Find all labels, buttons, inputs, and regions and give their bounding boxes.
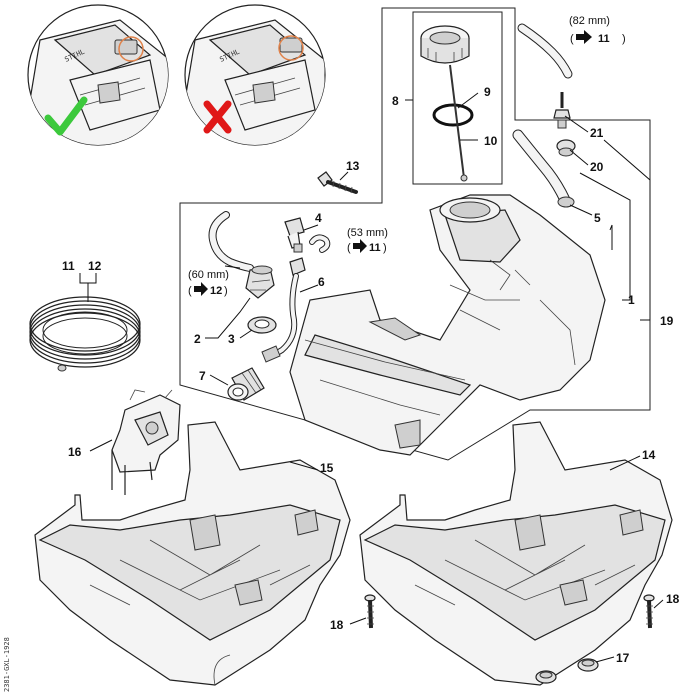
note-60mm: (60 mm) xyxy=(188,269,229,281)
side-code: 2381-GXL-1928 xyxy=(3,637,11,692)
label-12: 12 xyxy=(88,259,102,273)
label-6: 6 xyxy=(318,275,325,289)
fuel-hose-60 xyxy=(208,211,254,272)
label-20: 20 xyxy=(590,160,604,174)
arrow-right-icon xyxy=(353,239,367,253)
label-18-left: 18 xyxy=(330,618,344,632)
cap-box xyxy=(412,11,503,185)
label-13: 13 xyxy=(346,159,360,173)
highlight-circle-correct xyxy=(118,36,144,62)
note-82mm: (82 mm) xyxy=(569,15,610,27)
open-paren-82: ( xyxy=(570,33,574,45)
grommet-20 xyxy=(556,139,576,157)
open-paren-60: ( xyxy=(188,285,192,297)
label-3: 3 xyxy=(228,332,235,346)
label-5: 5 xyxy=(594,211,601,225)
grommet-2 xyxy=(245,265,275,299)
fuel-line-6 xyxy=(261,257,306,363)
label-10: 10 xyxy=(484,134,498,148)
hose-coil xyxy=(29,296,141,372)
label-21: 21 xyxy=(590,126,604,140)
hose-clip-53 xyxy=(309,234,331,253)
vent-hose xyxy=(517,23,573,129)
label-15: 15 xyxy=(320,461,334,475)
length-notes: (82 mm) ( 11 ) (53 mm) ( 11 ) (60 mm) ( … xyxy=(188,15,626,297)
label-16: 16 xyxy=(68,445,82,459)
o-ring xyxy=(432,103,474,127)
filler-cap xyxy=(420,25,470,64)
fuel-filter-7 xyxy=(227,367,265,401)
label-19: 19 xyxy=(660,314,674,328)
ref-60mm: 12 xyxy=(210,285,222,297)
highlight-circle-wrong xyxy=(278,35,304,61)
ring-3 xyxy=(247,316,277,334)
close-paren-82: ) xyxy=(622,33,626,45)
housing-14 xyxy=(359,421,673,686)
arrow-right-icon xyxy=(194,282,208,296)
open-paren-53: ( xyxy=(347,242,351,254)
label-4: 4 xyxy=(315,211,322,225)
group-frame xyxy=(179,7,651,461)
valve-4 xyxy=(284,217,305,253)
cross-icon xyxy=(203,100,232,134)
screw-18-left xyxy=(364,594,376,629)
screw-18-right xyxy=(643,594,655,629)
plugs-17 xyxy=(535,658,599,684)
label-8: 8 xyxy=(392,94,399,108)
hose-5 xyxy=(512,129,575,208)
label-11: 11 xyxy=(62,259,75,273)
label-18-right: 18 xyxy=(666,592,680,606)
label-7: 7 xyxy=(199,369,206,383)
close-paren-60: ) xyxy=(224,285,228,297)
label-9: 9 xyxy=(484,85,491,99)
ref-53mm: 11 xyxy=(369,242,381,254)
label-2: 2 xyxy=(194,332,201,346)
leader-lines xyxy=(79,92,664,663)
label-14: 14 xyxy=(642,448,656,462)
label-1: 1 xyxy=(628,293,635,307)
ref-82mm: 11 xyxy=(598,33,610,45)
detail-wrong: STIHL xyxy=(184,4,326,146)
detail-correct: STIHL xyxy=(27,4,169,146)
screw-13 xyxy=(317,171,358,194)
close-paren-53: ) xyxy=(383,242,387,254)
housing-15 xyxy=(34,421,351,686)
retainer-strap xyxy=(449,64,465,179)
label-17: 17 xyxy=(616,651,630,665)
arrow-right-icon xyxy=(576,30,592,44)
note-53mm: (53 mm) xyxy=(347,227,388,239)
fuel-tank xyxy=(289,194,606,456)
checkmark-icon xyxy=(44,96,88,136)
bracket-16 xyxy=(111,389,181,495)
part-labels: 1 2 3 4 5 6 7 8 9 10 11 12 13 14 15 16 1… xyxy=(62,85,680,665)
